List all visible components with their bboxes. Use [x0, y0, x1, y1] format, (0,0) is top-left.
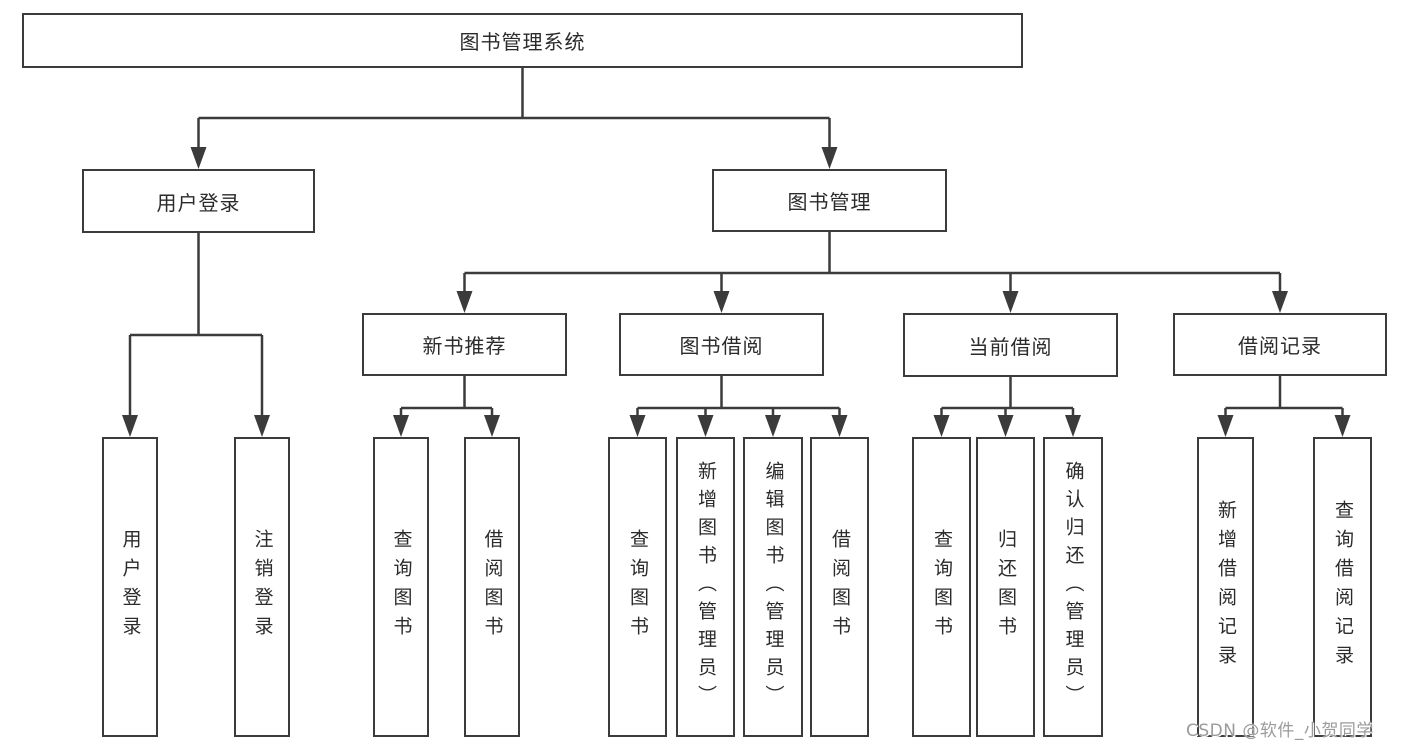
- leaf-borrow-books-recommendation: 借阅图书: [464, 437, 520, 737]
- leaf-user-login-label: 用户登录: [119, 529, 142, 645]
- csdn-watermark: CSDN @软件_小贺同学: [1186, 721, 1374, 741]
- node-book-borrowing: 图书借阅: [619, 313, 824, 376]
- leaf-confirm-return-admin-label: 确认归还（管理员）: [1062, 461, 1085, 713]
- node-book-management: 图书管理: [712, 169, 947, 232]
- node-borrowing-records: 借阅记录: [1173, 313, 1387, 376]
- leaf-query-books-current-label: 查询图书: [931, 529, 953, 645]
- leaf-add-borrow-record-label: 新增借阅记录: [1215, 500, 1237, 674]
- leaf-add-borrow-record: 新增借阅记录: [1197, 437, 1254, 737]
- leaf-borrow-books-recommendation-label: 借阅图书: [481, 529, 504, 645]
- leaf-user-login: 用户登录: [102, 437, 158, 737]
- leaf-borrow-books-label: 借阅图书: [829, 529, 851, 645]
- leaf-add-books-admin-label: 新增图书（管理员）: [695, 461, 717, 713]
- leaf-logout: 注销登录: [234, 437, 290, 737]
- node-borrowing-records-label: 借阅记录: [1238, 334, 1322, 358]
- leaf-logout-label: 注销登录: [251, 529, 274, 645]
- leaf-return-books: 归还图书: [976, 437, 1035, 737]
- leaf-query-books-recommendation-label: 查询图书: [390, 529, 413, 645]
- node-user-login: 用户登录: [82, 169, 315, 233]
- leaf-query-books-recommendation: 查询图书: [373, 437, 429, 737]
- leaf-query-borrow-record-label: 查询借阅记录: [1332, 500, 1354, 674]
- leaf-query-borrow-record: 查询借阅记录: [1313, 437, 1372, 737]
- leaf-borrow-books: 借阅图书: [810, 437, 869, 737]
- node-current-borrowing-label: 当前借阅: [968, 334, 1053, 359]
- leaf-edit-books-admin: 编辑图书（管理员）: [743, 437, 803, 737]
- node-library-management-system: 图书管理系统: [22, 13, 1023, 68]
- node-new-book-recommendation-label: 新书推荐: [422, 334, 507, 358]
- node-user-login-label: 用户登录: [156, 190, 241, 215]
- node-book-management-label: 图书管理: [787, 190, 872, 214]
- leaf-query-books-borrowing-label: 查询图书: [627, 529, 649, 645]
- leaf-return-books-label: 归还图书: [995, 529, 1017, 645]
- leaf-add-books-admin: 新增图书（管理员）: [676, 437, 735, 737]
- node-current-borrowing: 当前借阅: [903, 313, 1118, 377]
- leaf-query-books-borrowing: 查询图书: [608, 437, 667, 737]
- leaf-confirm-return-admin: 确认归还（管理员）: [1043, 437, 1103, 737]
- node-library-management-system-label: 图书管理系统: [459, 30, 586, 54]
- leaf-query-books-current: 查询图书: [912, 437, 971, 737]
- node-book-borrowing-label: 图书借阅: [679, 334, 764, 358]
- node-new-book-recommendation: 新书推荐: [362, 313, 567, 376]
- leaf-edit-books-admin-label: 编辑图书（管理员）: [762, 461, 785, 713]
